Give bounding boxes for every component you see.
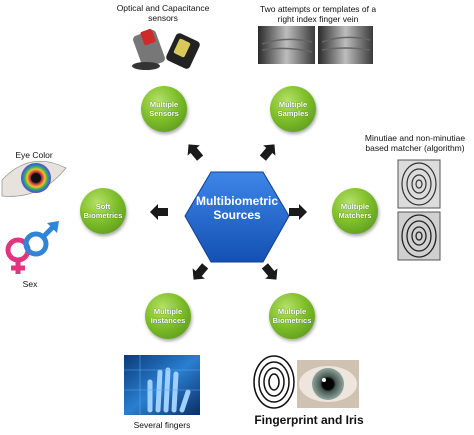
node-instances-line1: Multiple <box>153 307 183 316</box>
center-hexagon <box>184 171 290 263</box>
arrow-to-matchers <box>289 204 307 220</box>
node-biometrics-line2: Biometrics <box>272 316 312 325</box>
caption-matchers: Minutiae and non-minutiae based matcher … <box>356 133 474 153</box>
node-soft-line2: Biometrics <box>83 211 123 220</box>
center-label: Multibiometric Sources <box>188 194 286 222</box>
node-matchers-line1: Multiple <box>340 202 370 211</box>
node-soft-line1: Soft <box>95 202 111 211</box>
caption-sensors-line1: Optical and Capacitance <box>116 3 210 13</box>
arrow-to-sensors <box>187 144 204 161</box>
caption-samples-line2: right index finger vein <box>277 14 359 24</box>
center-label-line2: Sources <box>213 208 261 222</box>
iris-image <box>297 360 359 408</box>
caption-sensors-line2: sensors <box>148 13 178 23</box>
sex-symbols-image <box>5 221 59 274</box>
caption-sensors: Optical and Capacitance sensors <box>108 3 218 23</box>
hand-scan-image <box>124 355 200 415</box>
fingerprint-image <box>253 355 295 409</box>
caption-eye-color: Eye Color <box>15 150 53 160</box>
caption-matchers-line1: Minutiae and non-minutiae <box>364 133 466 143</box>
arrow-to-biometrics <box>261 263 278 280</box>
caption-sex: Sex <box>22 279 38 289</box>
matcher-fingerprint-image-2 <box>397 211 441 261</box>
caption-instances: Several fingers <box>133 420 191 430</box>
matcher-fingerprint-image-1 <box>397 159 441 209</box>
arrow-to-instances <box>192 263 209 280</box>
node-sensors-line1: Multiple <box>149 100 179 109</box>
caption-matchers-line2: based matcher (algorithm) <box>365 143 465 153</box>
caption-samples-line1: Two attempts or templates of a <box>259 4 377 14</box>
node-samples-line2: Samples <box>277 109 309 118</box>
node-biometrics-line1: Multiple <box>277 307 307 316</box>
arrow-to-soft <box>150 204 168 220</box>
node-samples-line1: Multiple <box>278 100 308 109</box>
sensor-devices-image <box>132 28 200 70</box>
node-sensors-line2: Sensors <box>149 109 179 118</box>
eye-color-image <box>1 160 67 197</box>
node-instances-line2: Instances <box>150 316 186 325</box>
finger-vein-image-2 <box>318 26 373 64</box>
center-label-line1: Multibiometric <box>195 194 278 208</box>
caption-biometrics: Fingerprint and Iris <box>254 413 364 427</box>
caption-samples: Two attempts or templates of a right ind… <box>248 4 388 24</box>
finger-vein-image-1 <box>258 26 315 64</box>
node-matchers-line2: Matchers <box>338 211 372 220</box>
arrow-to-samples <box>259 144 276 161</box>
